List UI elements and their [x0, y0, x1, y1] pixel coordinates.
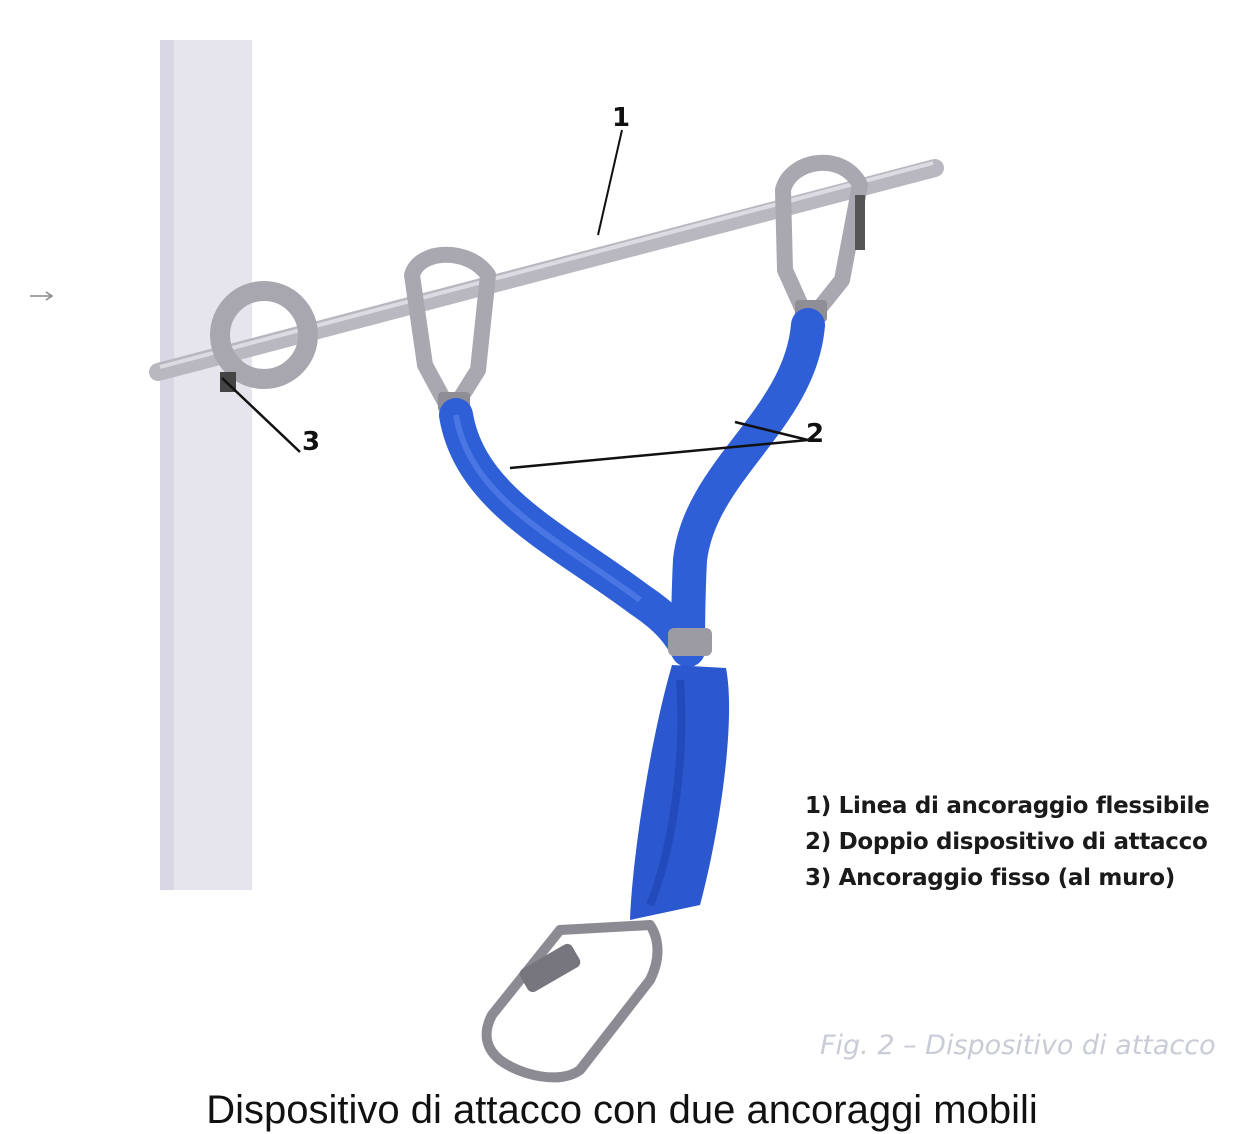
- left-snap-hook: [412, 255, 488, 412]
- lanyard-arm-left: [456, 415, 688, 650]
- legend-item: 2) Doppio dispositivo di attacco: [805, 824, 1209, 860]
- figure-caption: Dispositivo di attacco con due ancoraggi…: [0, 1088, 1244, 1133]
- scan-mark: [30, 292, 52, 300]
- bottom-carabiner: [487, 925, 658, 1077]
- lanyard-junction: [668, 628, 712, 656]
- legend-item: 3) Ancoraggio fisso (al muro): [805, 860, 1209, 896]
- callout-2: 2: [806, 419, 824, 449]
- legend-item: 1) Linea di ancoraggio flessibile: [805, 788, 1209, 824]
- callout-3: 3: [302, 427, 320, 457]
- legend: 1) Linea di ancoraggio flessibile 2) Dop…: [805, 788, 1209, 896]
- wall-post-shade: [160, 40, 174, 890]
- callout-1: 1: [612, 103, 630, 133]
- lanyard-arm-right: [688, 325, 808, 650]
- right-snap-hook: [783, 163, 865, 322]
- leader-line-1: [598, 130, 622, 235]
- faint-figure-caption: Fig. 2 – Dispositivo di attacco: [820, 1030, 1216, 1061]
